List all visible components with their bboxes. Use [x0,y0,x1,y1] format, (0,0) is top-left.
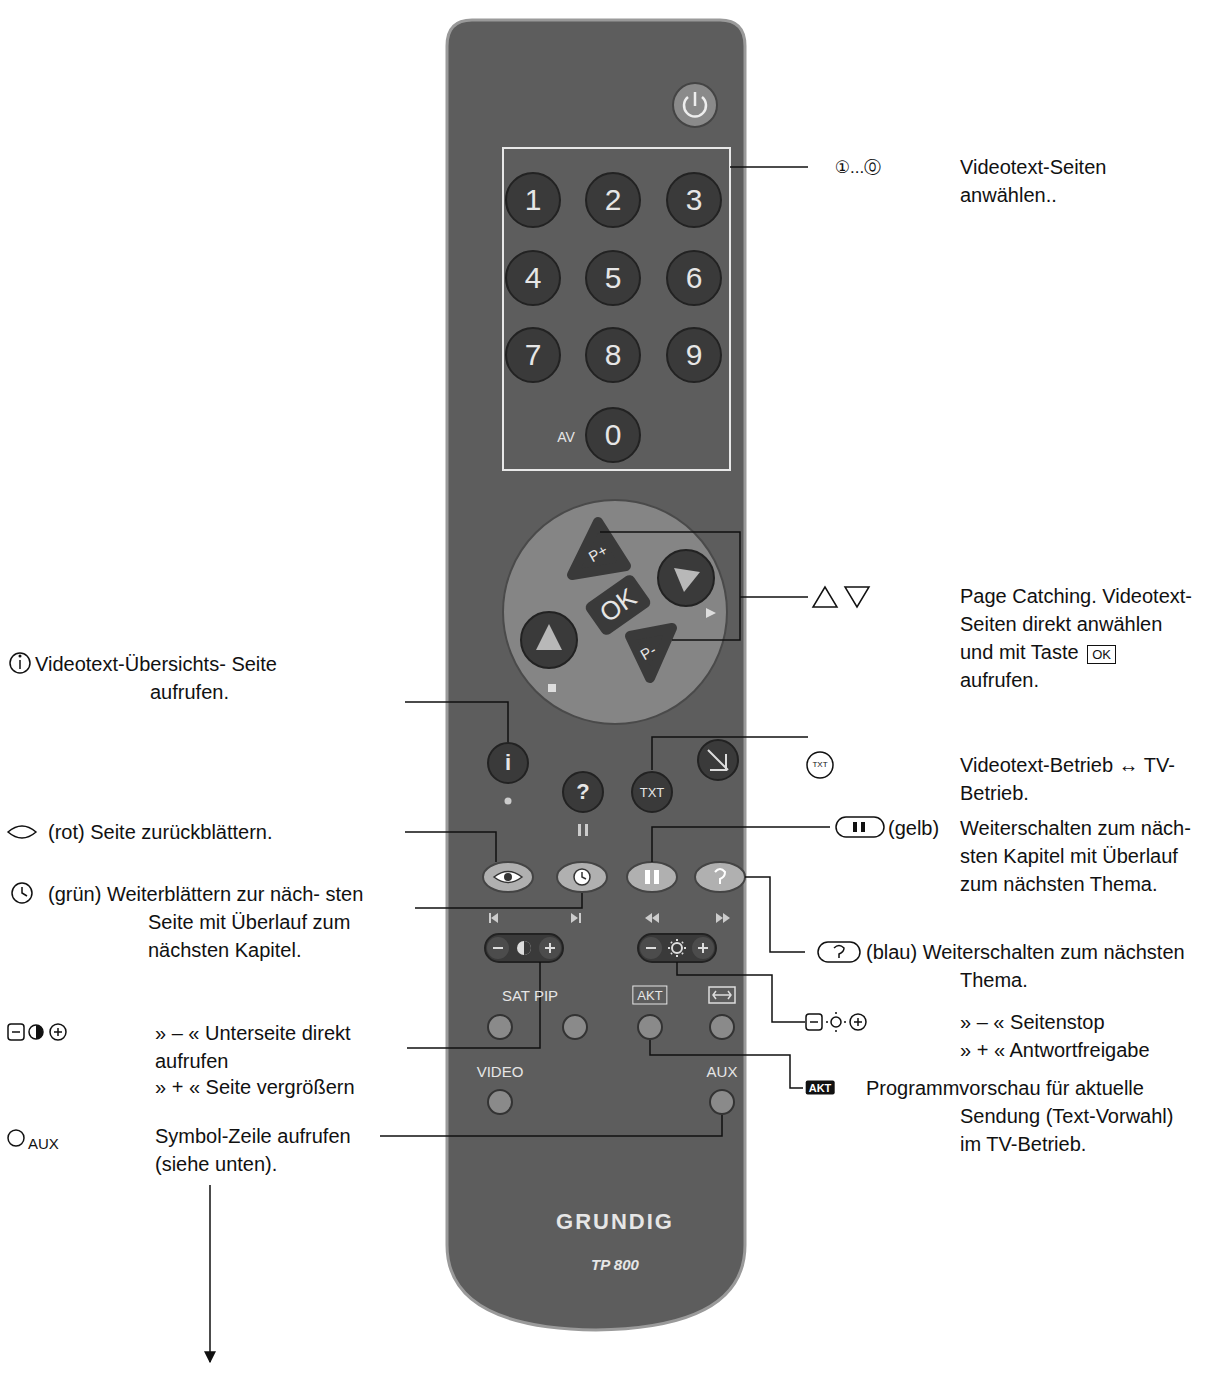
colour-keys [483,862,745,892]
key-label: P- [637,641,658,663]
callout-text: (blau) Weiterschalten zum nächsten Thema… [866,938,1194,994]
callout-text: Programmvorschau für aktuelle Sendung (T… [866,1074,1200,1158]
key-label: GRUNDIG [556,1209,674,1234]
callout-text: Programmvorschau für aktuelle Sendung (T… [866,1077,1173,1155]
key-label: 1 [525,183,542,216]
callout-text: (blau) Weiterschalten zum nächsten Thema… [866,941,1185,991]
callout-text: Videotext-Betrieb ↔ TV-Betrieb. [960,754,1175,804]
nav-keys [572,522,672,678]
key-label: 5 [605,261,622,294]
key-label: ? [576,781,589,803]
key-label: 3 [686,185,703,215]
callout-text: Weiterschalten zum näch- sten Kapitel mi… [960,817,1191,895]
leader-lines [210,167,830,1362]
key-label: 7 [525,338,542,371]
key-label: TXT [640,786,665,799]
key-label: AV [557,429,575,445]
key-label: OK [594,582,642,628]
key-label: OK [595,584,641,627]
callout-text: AUX [28,1130,59,1158]
key-label: TP 800 [591,1257,639,1272]
callout-text: (rot) Seite zurückblättern. [48,818,273,846]
key-label: AUX [707,1063,738,1080]
callout-text: Page Catching. Videotext-Seiten direkt a… [960,585,1192,663]
callout-text: » + « Antwortfreigabe [960,1039,1150,1061]
key-label: i [505,752,511,774]
key-label: VIDEO [477,1063,524,1080]
key-label: P+ [586,542,610,564]
key-label: 3 [686,183,703,216]
callout-text: (rot) Seite zurückblättern. [48,821,273,843]
key-label: 7 [525,340,542,370]
key-label: 9 [686,340,703,370]
key-label: TP 800 [591,1256,639,1273]
key-label: 8 [605,338,622,371]
callout-text: Page Catching. Videotext-Seiten direkt a… [960,582,1200,694]
callout-text: (gelb) [888,814,939,842]
key-label: SAT PIP [502,987,558,1004]
key-label: VIDEO [477,1064,524,1079]
key-label: 0 [605,418,622,451]
callout-text: Weiterschalten zum näch- sten Kapitel mi… [960,814,1200,898]
key-symbol: AKT [806,1081,835,1095]
key-label: 6 [686,261,703,294]
key-label: 9 [686,338,703,371]
nav-pad [503,500,727,724]
key-label: TXT [812,761,827,769]
key-label: 4 [525,261,542,294]
key-label: ? [576,779,589,804]
key-label: AKT [806,1083,835,1094]
key-label: TXT [640,785,665,800]
callout-text: » – « Seitenstop [960,1011,1105,1033]
callout-text: Videotext-Übersichts- Seite aufrufen. [35,653,277,703]
key-label: P- [638,642,658,662]
key-label: 5 [605,263,622,293]
key-label: 8 [605,340,622,370]
key-label: 0 [605,420,622,450]
callout-text: » – « Seitenstop [960,1008,1105,1036]
digit-frame [503,148,730,470]
callout-text: (gelb) [888,817,939,839]
callout-text: » + « Antwortfreigabe [960,1036,1150,1064]
callout-text: Symbol-Zeile aufrufen (siehe unten). [155,1125,351,1175]
callout-text: » – « Unterseite direkt aufrufen [155,1019,395,1075]
power-button [673,83,717,127]
key-label: AKT [629,986,670,1005]
callout-text: » + « Seite vergrößern [155,1076,355,1098]
digit-buttons [506,173,721,462]
callout-text: TXT [812,760,827,769]
key-label: 2 [605,183,622,216]
callout-text: (grün) Weiterblättern zur näch- sten Sei… [48,880,393,964]
callout-text: Videotext-Betrieb ↔ TV-Betrieb. [960,751,1195,807]
key-label: AUX [707,1064,738,1079]
callout-text: Videotext-Übersichts- Seite aufrufen. [35,650,320,706]
key-label: P+ [586,541,611,565]
callout-text: AUX [28,1135,59,1152]
key-label: ①...⓪ [835,159,881,176]
callout-text: ①...⓪ [835,158,881,177]
callout-text: (grün) Weiterblättern zur näch- sten Sei… [48,883,363,961]
key-symbol: OK [1087,645,1116,664]
key-label: AKT [632,986,667,1005]
key-label: 1 [525,185,542,215]
key-label: 2 [605,185,622,215]
key-label: GRUNDIG [556,1211,674,1233]
callout-text: » – « Unterseite direkt aufrufen [155,1022,351,1072]
key-label: AV [557,430,575,444]
callout-text: Videotext-Seiten anwählen.. [960,153,1160,209]
callout-text: aufrufen. [960,669,1039,691]
callout-icons [8,587,884,1146]
key-label: 6 [686,263,703,293]
key-label: 4 [525,263,542,293]
key-label: i [505,750,511,775]
callout-text: Videotext-Seiten anwählen.. [960,156,1106,206]
key-label: SAT PIP [502,988,558,1003]
callout-text: Symbol-Zeile aufrufen (siehe unten). [155,1122,395,1178]
remote-housing [447,20,745,1330]
callout-text: » + « Seite vergrößern [155,1073,355,1101]
